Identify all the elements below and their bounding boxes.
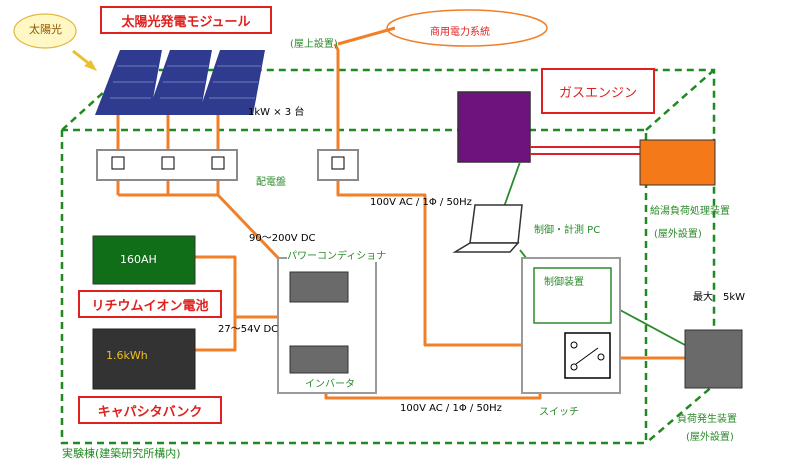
solar-panel-icon [95, 50, 265, 115]
switch-icon [570, 341, 605, 371]
dc-low-label: 27～54V DC [218, 324, 279, 335]
hot-water-unit [639, 139, 716, 186]
sun-label: 太陽光 [29, 23, 62, 36]
power-conditioner-label: パワーコンディショナ [287, 251, 387, 262]
grid-ellipse [386, 9, 548, 47]
distribution-board [96, 149, 359, 181]
capacitor-box [92, 328, 196, 390]
battery-capacity-label: 160AH [120, 253, 157, 266]
capacitor-energy-label: 1.6kWh [106, 349, 148, 362]
outdoor-label-1: (屋外設置) [654, 229, 702, 240]
laptop-icon [452, 204, 523, 253]
rooftop-label: (屋上設置) [290, 39, 338, 50]
pv-module-label: 太陽光発電モジュール [100, 6, 272, 34]
switch-label: スイッチ [539, 407, 579, 418]
control-unit-label: 制御装置 [544, 277, 584, 288]
control-group [521, 257, 621, 394]
battery-box [92, 235, 196, 285]
commercial-power-label: 商用電力系統 [430, 27, 490, 38]
ac-top-label: 100V AC / 1Φ / 50Hz [370, 197, 472, 208]
sun-icon [13, 13, 97, 71]
load-generator-box [684, 329, 743, 389]
pv-count-label: 1kW × 3 台 [248, 107, 305, 118]
power-conditioner [277, 257, 377, 394]
max-power-label: 最大 5kW [693, 292, 746, 303]
building-label: 実験棟(建築研究所構内) [62, 447, 181, 460]
outdoor-label-2: (屋外設置) [686, 432, 734, 443]
gas-pipes [530, 146, 640, 155]
building-frame [60, 68, 716, 445]
capacitor-bank-label: キャパシタバンク [78, 396, 222, 424]
distribution-board-label: 配電盤 [256, 177, 286, 188]
lithium-battery-label: リチウムイオン電池 [78, 290, 222, 318]
gas-engine-label: ガスエンジン [541, 68, 655, 114]
control-pc-label: 制御・計測 PC [534, 225, 601, 236]
inverter-label: インバータ [305, 379, 355, 390]
dc-high-label: 90～200V DC [249, 233, 316, 244]
load-generator-label: 負荷発生装置 [677, 414, 737, 425]
ac-bottom-label: 100V AC / 1Φ / 50Hz [400, 403, 502, 414]
gas-engine-box [457, 91, 531, 163]
hot-water-label: 給湯負荷処理装置 [650, 206, 730, 217]
